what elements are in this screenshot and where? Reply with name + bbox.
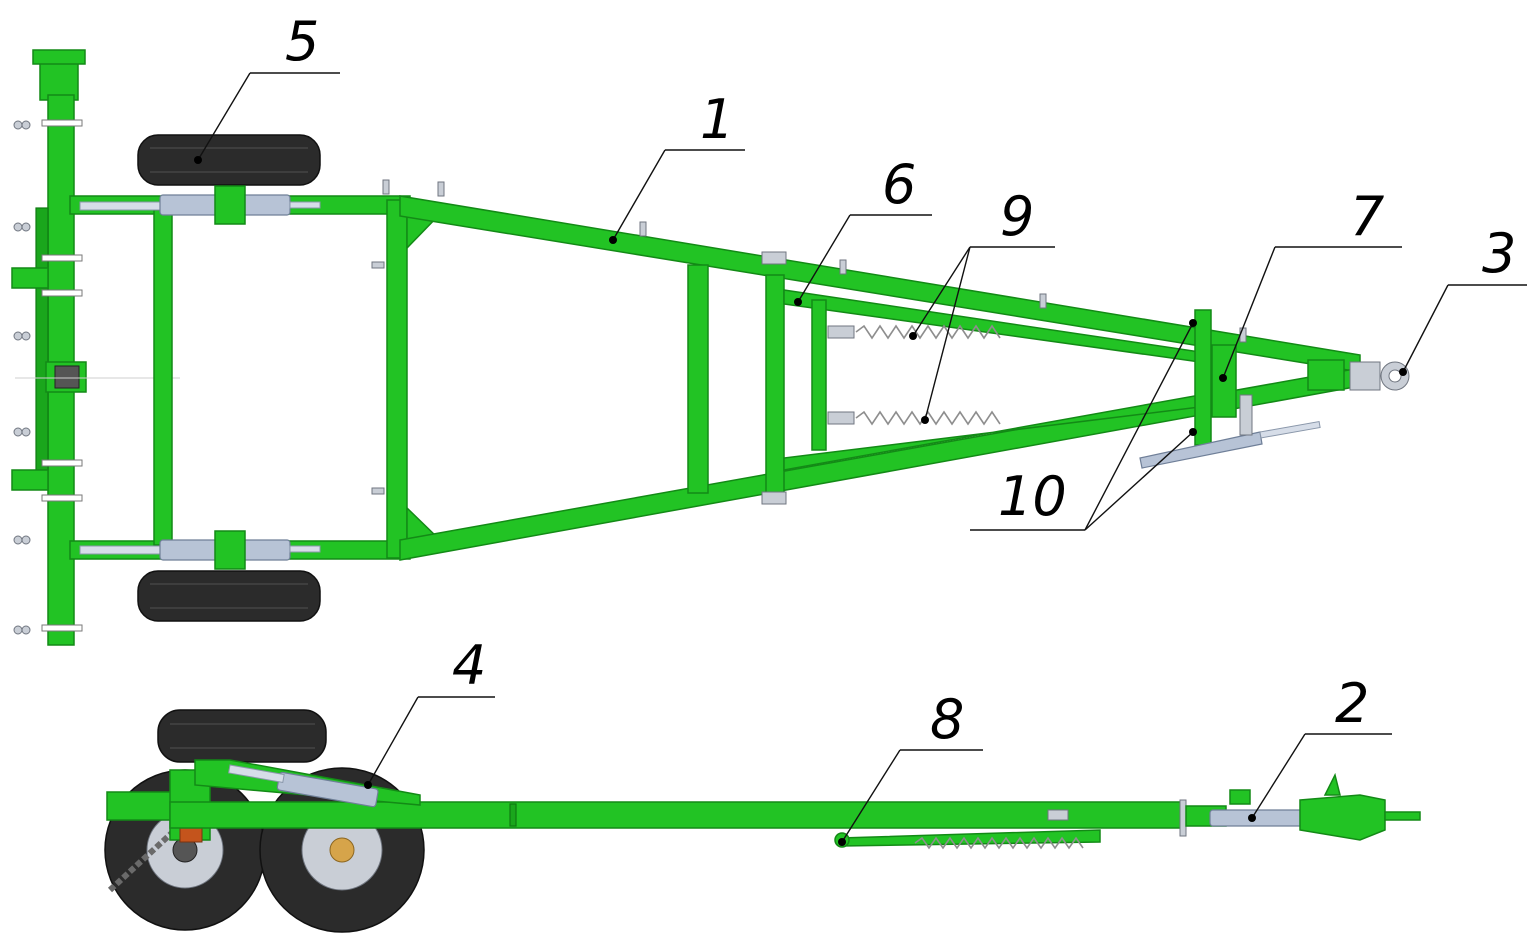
cylinder-top-upper	[79, 185, 321, 225]
wheel-top-lower	[137, 570, 321, 622]
svg-text:1: 1	[700, 88, 734, 151]
callout-9: 9	[909, 185, 1055, 424]
svg-text:10: 10	[998, 465, 1067, 528]
top-view	[11, 49, 1410, 646]
callout-2: 2	[1248, 672, 1392, 822]
springs-top	[827, 324, 1001, 426]
svg-text:7: 7	[1350, 185, 1384, 248]
callout-4: 4	[364, 634, 495, 789]
wheel-side-raised	[157, 709, 327, 763]
wheel-top-upper	[137, 134, 321, 186]
svg-text:3: 3	[1482, 222, 1516, 285]
callout-3: 3	[1399, 222, 1527, 376]
svg-text:5: 5	[285, 10, 319, 73]
callout-5: 5	[194, 10, 340, 164]
callout-1: 1	[609, 88, 745, 244]
main-frame	[69, 179, 1410, 561]
parking-jack-top	[1139, 394, 1321, 469]
callout-10: 10	[970, 319, 1197, 531]
callout-7: 7	[1219, 185, 1402, 382]
svg-text:8: 8	[930, 688, 964, 751]
svg-text:6: 6	[882, 153, 916, 216]
callout-6: 6	[794, 153, 932, 306]
callout-8: 8	[838, 688, 983, 846]
svg-text:2: 2	[1335, 672, 1369, 735]
cylinder-top-lower	[79, 530, 321, 570]
svg-text:4: 4	[452, 634, 486, 697]
svg-text:9: 9	[1000, 185, 1034, 248]
side-view	[104, 709, 1421, 933]
